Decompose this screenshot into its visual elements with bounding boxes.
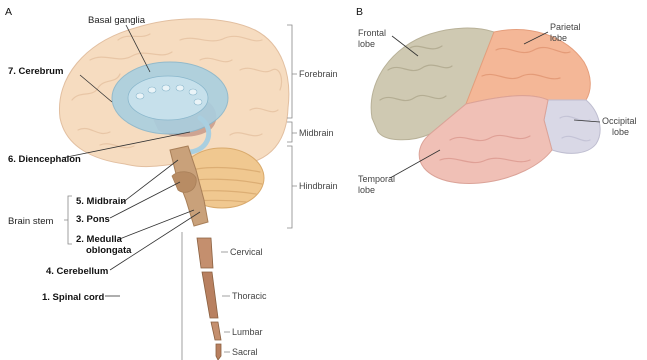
label-basal-ganglia: Basal ganglia <box>88 15 146 26</box>
label-cerebellum: 4. Cerebellum <box>46 266 108 277</box>
spinal-ticks <box>221 252 230 352</box>
label-lumbar: Lumbar <box>232 327 263 337</box>
label-medulla-line2: oblongata <box>86 245 132 256</box>
pons-shape <box>172 172 196 193</box>
label-cerebrum: 7. Cerebrum <box>8 66 63 77</box>
label-parietal-line1: Parietal <box>550 22 581 32</box>
spinal-lumbar <box>211 322 221 340</box>
label-midbrain-division: Midbrain <box>299 128 334 138</box>
label-occipital-line1: Occipital <box>602 116 637 126</box>
panel-label-a: A <box>5 6 12 18</box>
label-frontal-line1: Frontal <box>358 28 386 38</box>
division-brackets <box>287 25 297 228</box>
label-medulla-line1: 2. Medulla <box>76 234 123 245</box>
label-temporal-line1: Temporal <box>358 174 395 184</box>
brain-lateral <box>371 28 600 183</box>
label-pons: 3. Pons <box>76 214 110 225</box>
label-temporal-line2: lobe <box>358 185 375 195</box>
label-spinal-cord: 1. Spinal cord <box>42 292 104 303</box>
label-cervical: Cervical <box>230 247 263 257</box>
label-midbrain: 5. Midbrain <box>76 196 126 207</box>
occipital-lobe <box>544 100 600 153</box>
panel-label-b: B <box>356 6 363 18</box>
label-brain-stem: Brain stem <box>8 216 53 227</box>
spinal-sacral <box>216 344 221 360</box>
label-thoracic: Thoracic <box>232 291 267 301</box>
spinal-cervical <box>197 238 213 268</box>
spinal-thoracic <box>202 272 218 318</box>
spinal-cord <box>197 238 221 360</box>
label-hindbrain: Hindbrain <box>299 181 338 191</box>
label-sacral: Sacral <box>232 347 258 357</box>
label-occipital-line2: lobe <box>612 127 629 137</box>
label-diencephalon: 6. Diencephalon <box>8 154 81 165</box>
label-forebrain: Forebrain <box>299 69 338 79</box>
label-frontal-line2: lobe <box>358 39 375 49</box>
label-parietal-line2: lobe <box>550 33 567 43</box>
brain-sagittal <box>59 19 288 360</box>
brain-stem-bracket <box>64 196 72 244</box>
